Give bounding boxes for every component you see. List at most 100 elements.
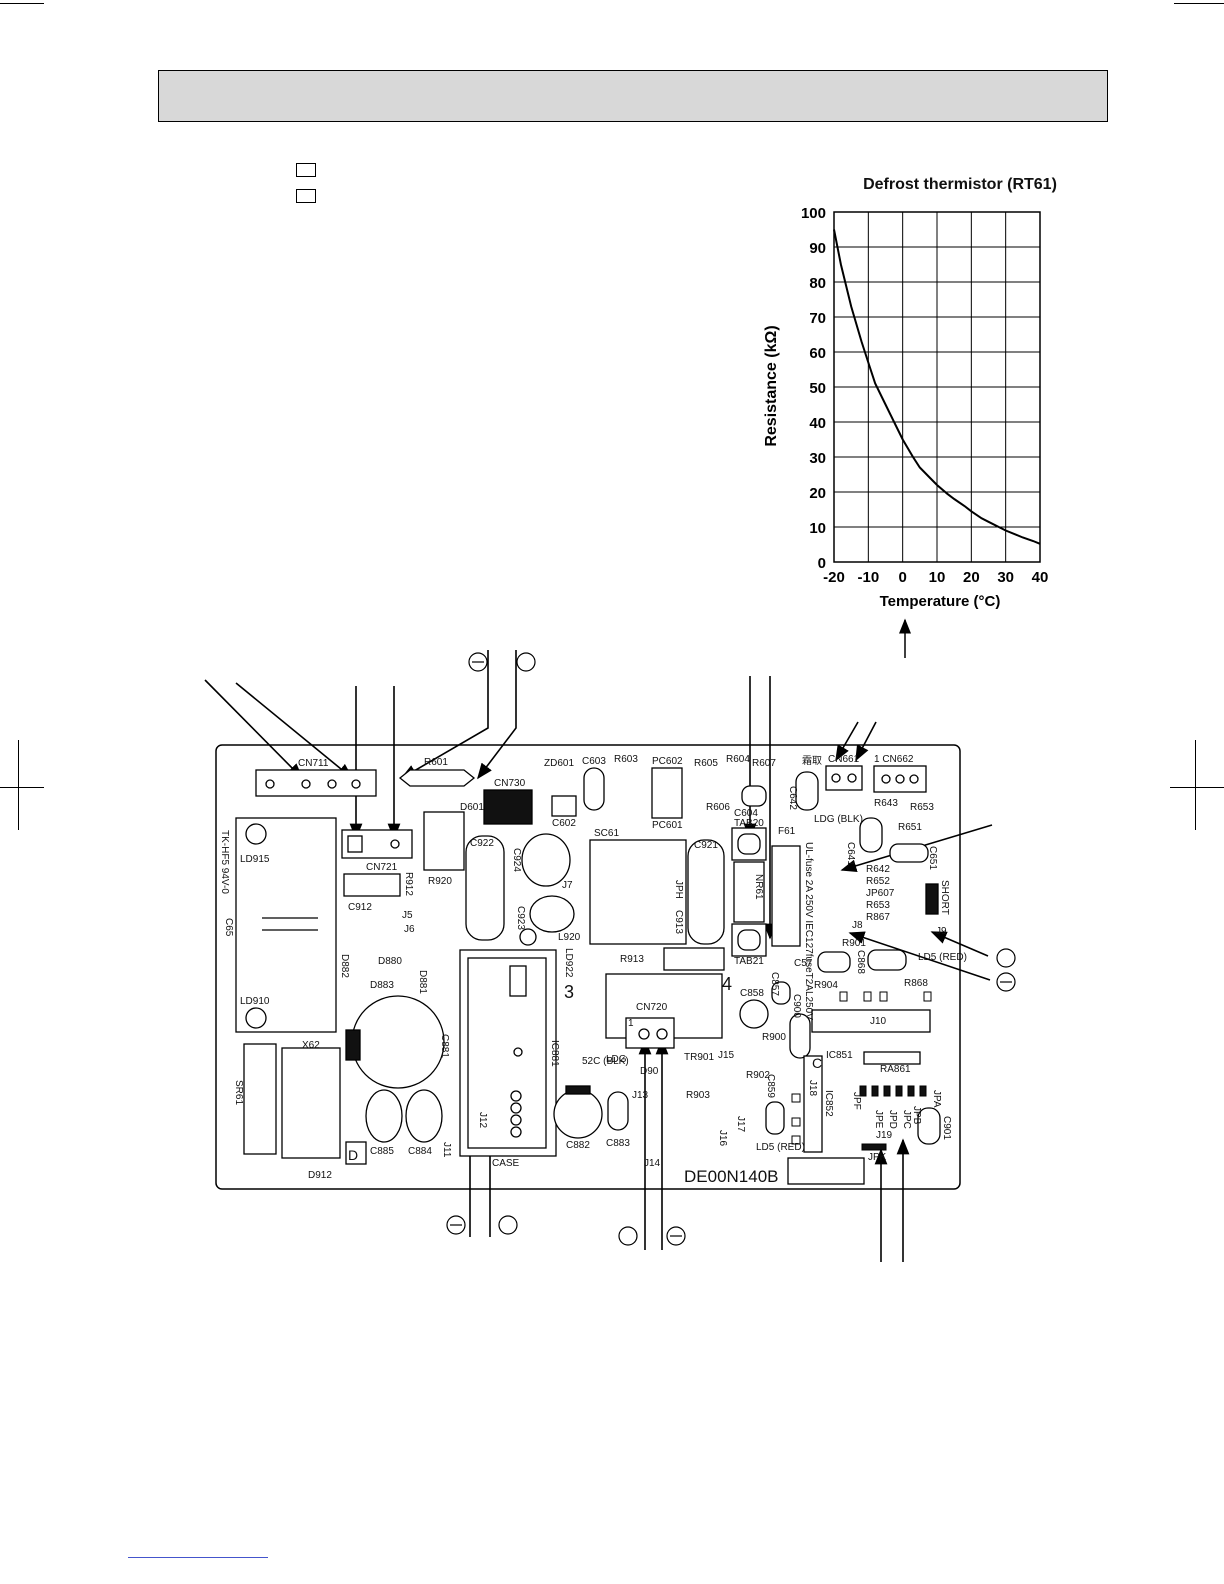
component-label-ld922: LD922 <box>563 948 574 978</box>
component-label-ld910: LD910 <box>240 996 270 1007</box>
component-label-ldg2: LDG <box>606 1054 627 1065</box>
component-label-jpb: JPB <box>911 1106 922 1125</box>
component-label-c868: C868 <box>855 950 866 974</box>
component-label-c882: C882 <box>566 1140 590 1151</box>
component-label-case: CASE <box>492 1158 520 1169</box>
component-label-j16: J16 <box>717 1130 728 1147</box>
component-label-d90: D90 <box>640 1066 659 1077</box>
component-label-short: SHORT <box>939 880 950 915</box>
component-label-c857: C857 <box>769 972 780 996</box>
component-label-kanji: 霜取 <box>802 755 822 767</box>
component-label-c65: C65 <box>223 918 234 937</box>
chart-x-tick-6: 40 <box>1032 569 1049 586</box>
crop-mark-right-h <box>1170 787 1224 788</box>
component-label-c923: C923 <box>515 906 526 930</box>
component-label-f61: F61 <box>778 826 796 837</box>
component-label-c912: C912 <box>348 902 372 913</box>
pad-row <box>791 991 932 1151</box>
component-label-j15: J15 <box>718 1050 735 1061</box>
chart-y-tick-7: 70 <box>809 310 826 327</box>
component-label-tk: TK-HF5 94V-0 <box>219 830 230 894</box>
component-label-r653b: R653 <box>866 900 890 911</box>
chart-series-line <box>833 229 1041 545</box>
component-label-c: C <box>812 1055 822 1071</box>
chart-x-tick-1: -10 <box>857 569 879 586</box>
component-label-cn720: CN720 <box>636 1002 668 1013</box>
chart-y-tick-1: 10 <box>809 520 826 537</box>
component-label-sc61: SC61 <box>594 828 619 839</box>
component-label-nr61: NR61 <box>753 874 764 900</box>
component-label-tr901: TR901 <box>684 1052 714 1063</box>
chart-y-tick-2: 20 <box>809 485 826 502</box>
component-label-j10: J10 <box>870 1016 887 1027</box>
component-label-c859: C859 <box>765 1074 776 1098</box>
chart-x-label: Temperature (°C) <box>880 593 1001 610</box>
component-label-d880: D880 <box>378 956 402 967</box>
component-label-r900: R900 <box>762 1032 786 1043</box>
component-label-c883: C883 <box>606 1138 630 1149</box>
component-label-r652: R652 <box>866 876 890 887</box>
component-label-c901: C901 <box>941 1116 952 1140</box>
crop-mark-left-h <box>0 787 44 788</box>
component-label-n4: 4 <box>722 974 732 994</box>
component-label-52c: 52C (BLK) <box>582 1056 629 1067</box>
component-label-ic881: IC881 <box>549 1040 560 1067</box>
component-label-cn730: CN730 <box>494 778 526 789</box>
chart-y-label: Resistance (kΩ) <box>763 325 780 446</box>
component-label-r901: R901 <box>842 938 866 949</box>
component-label-d881: D881 <box>417 970 428 994</box>
component-label-d882: D882 <box>339 954 350 978</box>
component-label-j9: J9 <box>936 926 947 937</box>
chart-y-tick-9: 90 <box>809 240 826 257</box>
component-label-n3: 3 <box>564 982 574 1002</box>
component-label-pc602: PC602 <box>652 756 683 767</box>
component-label-j18: J18 <box>807 1080 818 1097</box>
component-label-r643: R643 <box>874 798 898 809</box>
component-label-r903: R903 <box>686 1090 710 1101</box>
component-label-cn662: 1 CN662 <box>874 754 914 765</box>
component-label-d601: D601 <box>460 802 484 813</box>
component-label-j12: J12 <box>477 1112 488 1129</box>
component-label-c57: C57 <box>794 958 813 969</box>
component-label-r601: R601 <box>424 757 448 768</box>
component-label-c603: C603 <box>582 756 606 767</box>
component-label-jpc: JPC <box>901 1110 912 1129</box>
component-label-l920: L920 <box>558 932 581 943</box>
component-label-r651: R651 <box>898 822 922 833</box>
component-label-j13: J13 <box>632 1090 649 1101</box>
component-label-fuse: UL-fuse 2A 250V IEC127fuseT2AL250V <box>803 842 814 1020</box>
component-label-r902: R902 <box>746 1070 770 1081</box>
component-label-r605: R605 <box>694 758 718 769</box>
bottom-rule <box>128 1557 268 1558</box>
chart-y-tick-0: 0 <box>818 555 826 572</box>
chart-x-tick-5: 30 <box>997 569 1014 586</box>
component-label-c921: C921 <box>694 840 718 851</box>
component-label-r904: R904 <box>814 980 838 991</box>
component-label-c922: C922 <box>470 838 494 849</box>
component-label-zd601: ZD601 <box>544 758 574 769</box>
component-label-c885: C885 <box>370 1146 394 1157</box>
crop-mark-top-left <box>0 3 44 4</box>
component-label-j5: J5 <box>402 910 413 921</box>
component-label-cn711: CN711 <box>298 758 329 769</box>
chart-y-tick-6: 60 <box>809 345 826 362</box>
crop-mark-right <box>1195 740 1196 830</box>
chart-x-tick-2: 0 <box>898 569 906 586</box>
component-label-r603: R603 <box>614 754 638 765</box>
component-label-r920: R920 <box>428 876 452 887</box>
component-label-j8: J8 <box>852 920 863 931</box>
component-label-c642: C642 <box>787 786 798 810</box>
component-label-ld5b: LD5 (RED) <box>756 1142 805 1153</box>
component-label-jph: JPH <box>673 880 684 899</box>
component-label-c913: C913 <box>673 910 684 934</box>
component-label-r868: R868 <box>904 978 928 989</box>
component-label-ic851: IC851 <box>826 1050 853 1061</box>
board-part-number: DE00N140B <box>684 1167 779 1186</box>
chart-title: Defrost thermistor (RT61) <box>863 176 1057 193</box>
component-label-c641: C641 <box>845 842 856 866</box>
